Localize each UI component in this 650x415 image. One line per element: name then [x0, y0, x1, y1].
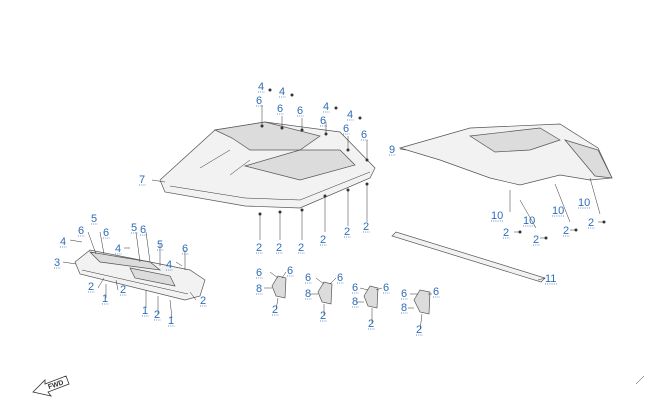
callout-3: 3 — [54, 257, 60, 269]
callout-7: 7 — [139, 174, 145, 186]
callout-4: 4 — [279, 86, 285, 98]
callout-10: 10 — [523, 215, 535, 227]
bracket-2 — [317, 281, 333, 305]
callout-1: 1 — [142, 305, 148, 317]
callout-6: 6 — [337, 272, 343, 284]
callout-1: 1 — [168, 315, 174, 327]
callout-2: 2 — [344, 226, 350, 238]
callout-6: 6 — [361, 129, 367, 141]
callout-2: 2 — [272, 304, 278, 316]
callout-6: 6 — [78, 225, 84, 237]
callout-8: 8 — [256, 283, 262, 295]
callout-6: 6 — [297, 105, 303, 117]
callout-6: 6 — [287, 265, 293, 277]
callout-2: 2 — [154, 309, 160, 321]
callout-5: 5 — [131, 222, 137, 234]
callout-6: 6 — [277, 103, 283, 115]
bracket-3 — [363, 285, 379, 309]
callout-2: 2 — [320, 234, 326, 246]
callout-6: 6 — [256, 267, 262, 279]
callout-6: 6 — [433, 286, 439, 298]
seal-strip — [391, 231, 546, 283]
callout-2: 2 — [88, 281, 94, 293]
callout-2: 2 — [320, 310, 326, 322]
callout-2: 2 — [256, 242, 262, 254]
callout-6: 6 — [140, 224, 146, 236]
callout-6: 6 — [352, 282, 358, 294]
callout-6: 6 — [256, 95, 262, 107]
fwd-arrow-icon: FWD — [32, 375, 70, 397]
callout-8: 8 — [305, 288, 311, 300]
callout-2: 2 — [298, 242, 304, 254]
callout-2: 2 — [416, 324, 422, 336]
callout-2: 2 — [563, 225, 569, 237]
callout-6: 6 — [103, 227, 109, 239]
callout-10: 10 — [491, 210, 503, 222]
callout-2: 2 — [200, 295, 206, 307]
callout-6: 6 — [383, 282, 389, 294]
callout-5: 5 — [157, 239, 163, 251]
callout-6: 6 — [320, 115, 326, 127]
callout-labels: 4 4 6 6 6 4 4 6 6 6 9 7 2 2 2 2 2 2 10 1… — [54, 81, 595, 336]
bracket-4 — [413, 289, 431, 315]
callout-6: 6 — [305, 272, 311, 284]
callout-2: 2 — [368, 318, 374, 330]
callout-4: 4 — [166, 259, 172, 271]
callout-5: 5 — [91, 213, 97, 225]
callout-6: 6 — [343, 123, 349, 135]
callout-10: 10 — [552, 205, 564, 217]
leader-lines — [62, 105, 604, 331]
callout-2: 2 — [363, 221, 369, 233]
callout-2: 2 — [120, 284, 126, 296]
callout-4: 4 — [115, 243, 121, 255]
callout-2: 2 — [533, 234, 539, 246]
callout-8: 8 — [401, 302, 407, 314]
fwd-label: FWD — [47, 379, 64, 391]
callout-6: 6 — [182, 243, 188, 255]
callout-1: 1 — [102, 293, 108, 305]
bracket-1 — [271, 275, 287, 299]
callout-6: 6 — [401, 288, 407, 300]
corner-marker — [635, 375, 645, 385]
callout-9: 9 — [389, 144, 395, 156]
callout-10: 10 — [578, 197, 590, 209]
callout-2: 2 — [503, 227, 509, 239]
callout-8: 8 — [352, 296, 358, 308]
fasteners — [258, 88, 606, 240]
roof-panel-center — [159, 121, 376, 209]
callout-4: 4 — [323, 101, 329, 113]
callout-4: 4 — [60, 236, 66, 248]
callout-2: 2 — [588, 217, 594, 229]
roof-panel-rear — [398, 123, 613, 186]
callout-4: 4 — [258, 81, 264, 93]
front-crossbar — [74, 249, 206, 301]
callout-2: 2 — [276, 242, 282, 254]
callout-11: 11 — [545, 273, 556, 285]
callout-4: 4 — [347, 109, 353, 121]
